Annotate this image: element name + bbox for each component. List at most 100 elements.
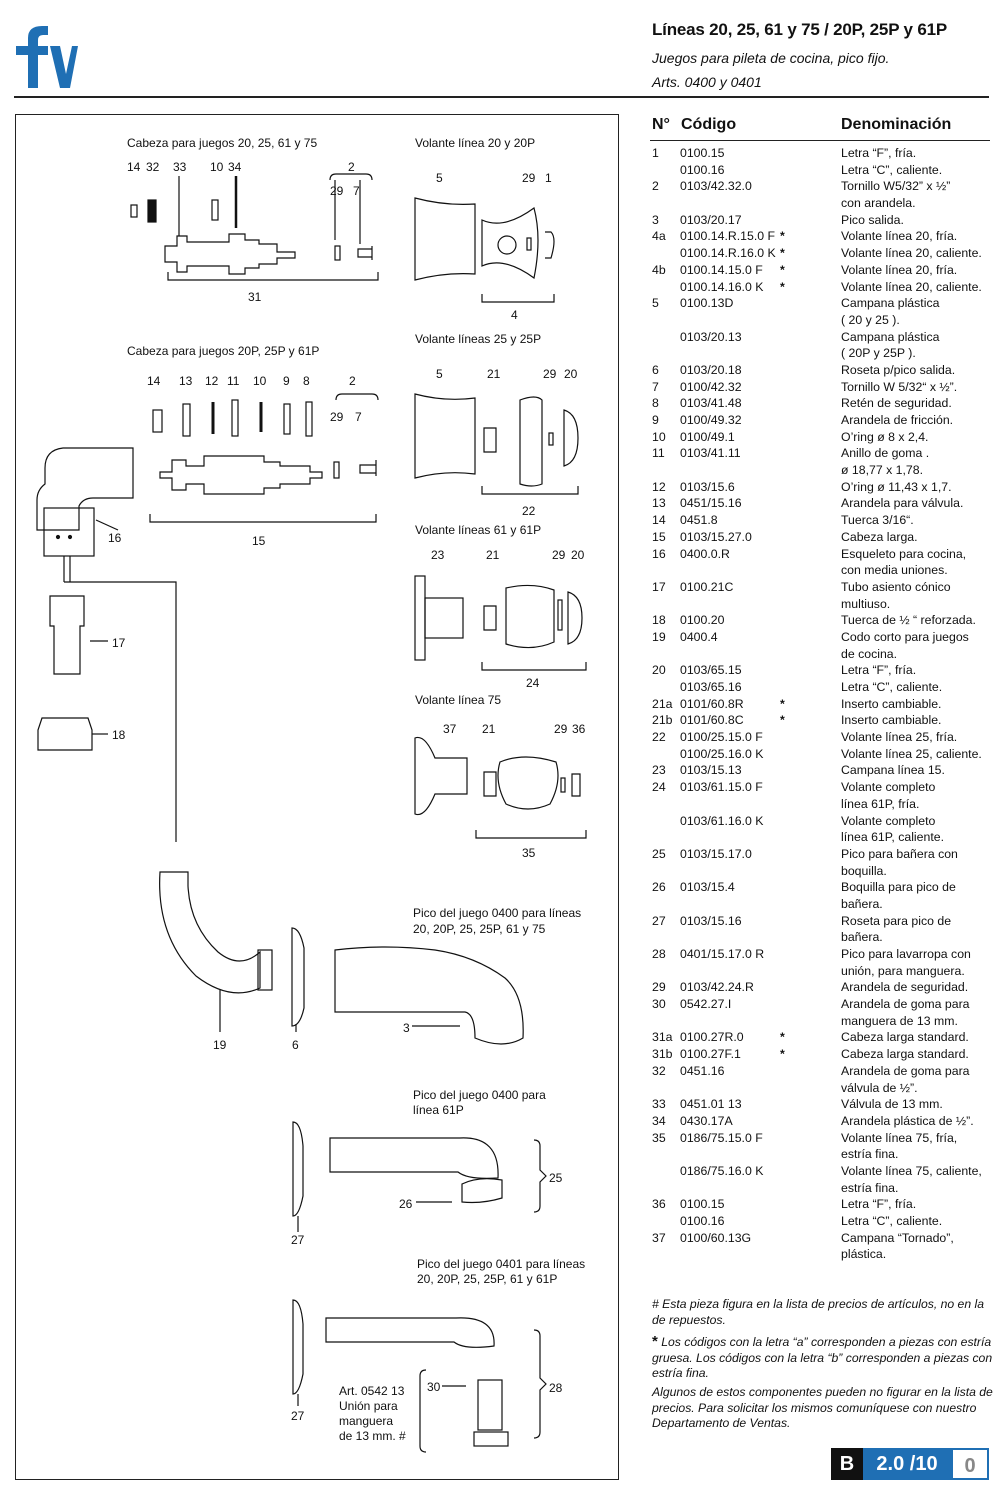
- row-description: Arandela de fricción.: [841, 413, 954, 427]
- callout: 17: [112, 636, 126, 650]
- callout: 3: [403, 1021, 410, 1035]
- callout: 10: [253, 374, 267, 388]
- label-union-line2: Unión para: [339, 1399, 398, 1413]
- row-description: bañera.: [841, 930, 883, 945]
- row-number: 10: [652, 429, 666, 444]
- row-code: 0103/65.15: [680, 663, 742, 678]
- row-number: 22: [652, 730, 666, 745]
- page-title: Líneas 20, 25, 61 y 75 / 20P, 25P y 61P: [652, 20, 947, 39]
- row-description: Roseta p/pico salida.: [841, 362, 956, 377]
- row-code: 0103/20.13: [680, 329, 742, 344]
- row-description: Letra “F”, fría.: [841, 146, 917, 160]
- row-number: 29: [652, 980, 666, 995]
- row-description: Cabeza larga standard.: [841, 1047, 969, 1062]
- label-volante-20: Volante línea 20 y 20P: [415, 136, 536, 150]
- table-row: bañera.: [652, 896, 992, 913]
- row-description: de cocina.: [841, 646, 898, 661]
- row-description: con media uniones.: [841, 563, 948, 578]
- callout: 1: [545, 171, 552, 185]
- row-description: Arandela para válvula.: [841, 496, 964, 511]
- table-row: ø 18,77 x 1,78.: [652, 462, 992, 479]
- label-volante-61: Volante líneas 61 y 61P: [415, 523, 542, 537]
- row-code: 0103/15.4: [680, 880, 735, 895]
- callout: 19: [213, 1038, 227, 1052]
- callout: 29: [522, 171, 536, 185]
- row-description: Volante línea 20, caliente.: [841, 246, 982, 261]
- footnote-star: * Los códigos con la letra “a” correspon…: [652, 1334, 994, 1382]
- row-code: 0400.0.R: [680, 546, 730, 561]
- row-description: O’ring ø 8 x 2,4.: [841, 429, 929, 444]
- row-number: 30: [652, 997, 666, 1012]
- row-code: 0103/41.11: [680, 446, 741, 461]
- row-code: 0100/49.1: [680, 429, 735, 444]
- row-code: 0103/42.24.R: [680, 980, 754, 995]
- label-union-line3: manguera: [339, 1414, 394, 1428]
- row-description: Inserto cambiable.: [841, 713, 942, 728]
- row-code: 0100.15: [680, 146, 725, 160]
- callout: 29: [330, 184, 344, 198]
- callout: 15: [252, 534, 266, 548]
- table-row: bañera.: [652, 929, 992, 946]
- row-code: 0103/42.32.0: [680, 179, 752, 194]
- row-code: 0100.14.R.15.0 F: [680, 229, 776, 244]
- table-row: 0100.14.R.16.0 K*Volante línea 20, calie…: [652, 245, 992, 262]
- row-code: 0100.13D: [680, 296, 734, 311]
- label-cabeza-20-25-61-75: Cabeza para juegos 20, 25, 61 y 75: [127, 136, 318, 150]
- row-number: 25: [652, 846, 666, 861]
- row-code: 0451.8: [680, 513, 718, 528]
- row-code: 0100/42.32: [680, 379, 742, 394]
- row-description: O’ring ø 11,43 x 1,7.: [841, 479, 952, 494]
- callout: 37: [443, 722, 457, 736]
- row-description: con arandela.: [841, 196, 916, 211]
- row-description: ø 18,77 x 1,78.: [841, 463, 924, 478]
- callout: 25: [549, 1171, 563, 1185]
- label-volante-75: Volante línea 75: [415, 693, 502, 707]
- row-description: Volante completo: [841, 780, 936, 795]
- row-code: 0103/15.13: [680, 763, 742, 778]
- row-code: 0401/15.17.0 R: [680, 947, 765, 961]
- row-number: 4b: [652, 262, 666, 277]
- row-description: Letra “C”, caliente.: [841, 1214, 943, 1228]
- col-header-codigo: Código: [681, 116, 737, 133]
- row-number: 19: [652, 629, 666, 644]
- row-description: plástica.: [841, 1247, 887, 1262]
- row-description: ( 20P y 25P ).: [841, 346, 916, 361]
- row-code: 0103/15.27.0: [680, 529, 752, 544]
- callout: 26: [399, 1197, 413, 1211]
- row-code: 0400.4: [680, 629, 718, 644]
- row-number: 24: [652, 780, 666, 795]
- table-row: estría fina.: [652, 1180, 992, 1197]
- row-code: 0103/61.16.0 K: [680, 813, 764, 828]
- table-header-rule: [650, 140, 990, 141]
- row-code: 0100/60.13G: [680, 1230, 752, 1245]
- row-code: 0100.15: [680, 1197, 725, 1212]
- row-code: 0100.14.15.0 F: [680, 262, 763, 277]
- callout: 35: [522, 846, 536, 860]
- row-number: 35: [652, 1130, 666, 1145]
- footnote-hash: # Esta pieza figura en la lista de preci…: [652, 1297, 984, 1327]
- row-number: 15: [652, 529, 666, 544]
- row-description: Pico para bañera con: [841, 846, 958, 861]
- label-cabeza-20p-25p-61p: Cabeza para juegos 20P, 25P y 61P: [127, 344, 320, 358]
- row-code: 0100.14.16.0 K: [680, 279, 764, 294]
- label-pico-0400-b-line2: línea 61P: [413, 1103, 464, 1117]
- row-number: 8: [652, 396, 659, 411]
- row-description: Letra “C”, caliente.: [841, 162, 943, 177]
- header-divider: [14, 96, 989, 98]
- row-description: Arandela plástica de ½”.: [841, 1113, 974, 1128]
- row-number: 17: [652, 579, 666, 594]
